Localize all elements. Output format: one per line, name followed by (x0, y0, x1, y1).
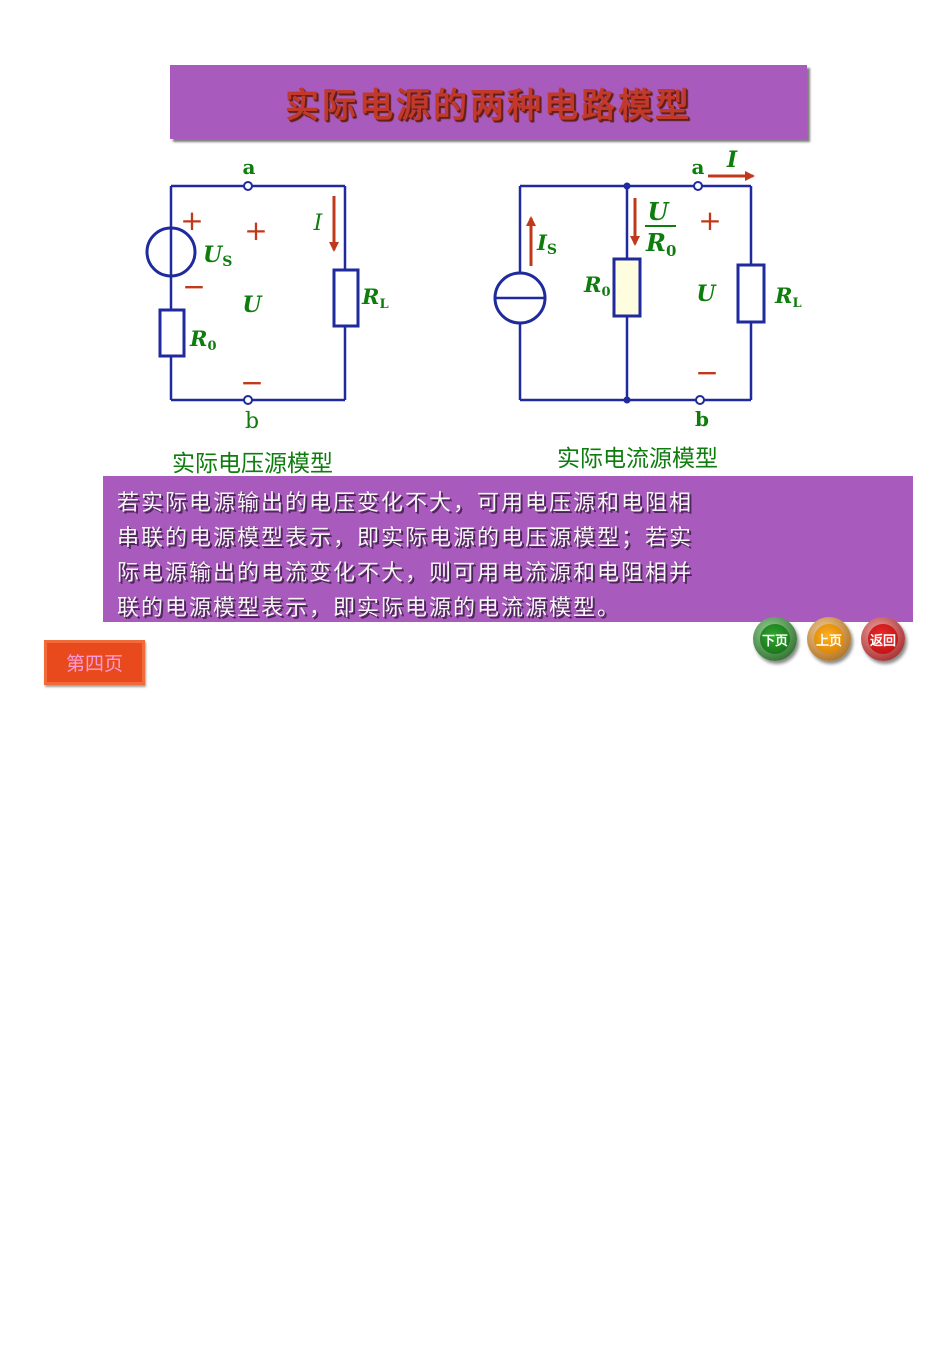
title-banner: 实际电源的两种电路模型 (170, 65, 807, 139)
terminal-b (243, 395, 253, 405)
voltage-minus-sign: − (695, 356, 718, 389)
terminal-a (243, 181, 253, 191)
rl-label: RL (774, 283, 802, 311)
source-minus-sign: − (182, 270, 205, 303)
junction-top (623, 182, 631, 190)
junction-bottom (623, 396, 631, 404)
next-page-button[interactable]: 下页 (753, 617, 797, 661)
voltage-minus-sign: − (240, 366, 263, 399)
terminal-b (695, 395, 705, 405)
current-model-wires (518, 184, 753, 402)
page-four-button[interactable]: 第四页 (44, 640, 145, 685)
voltage-source-model: a b + − + − US U R0 RL I (145, 155, 389, 434)
r0-resistor (612, 257, 642, 318)
source-current-label: IS (536, 230, 557, 258)
terminal-voltage-label: U (242, 292, 263, 318)
r0-label: R0 (583, 272, 611, 300)
load-current-label: I (726, 147, 738, 173)
description-line-2: 串联的电源模型表示，即实际电源的电压源模型；若实 (117, 526, 694, 551)
description-line-1: 若实际电源输出的电压变化不大，可用电压源和电阻相 (117, 491, 694, 516)
r0-label: R0 (189, 326, 217, 354)
prev-page-label: 上页 (814, 624, 844, 654)
current-model-caption: 实际电流源模型 (557, 446, 718, 472)
current-source-model: a b I IS U R0 R0 + U − RL (493, 147, 802, 431)
description-line-4: 联的电源模型表示，即实际电源的电流源模型。 (117, 596, 622, 621)
node-b-label: b (245, 409, 259, 434)
terminal-a (693, 181, 703, 191)
node-a-label: a (692, 155, 705, 179)
branch-fraction-denominator: R0 (645, 228, 676, 260)
rl-resistor (736, 263, 766, 324)
r0-resistor (158, 308, 186, 358)
voltage-model-wires (169, 184, 347, 402)
voltage-plus-sign: + (244, 214, 267, 247)
node-a-label: a (243, 155, 256, 179)
description-line-3: 际电源输出的电流变化不大，则可用电流源和电阻相并 (117, 561, 694, 586)
voltage-plus-sign: + (698, 204, 721, 237)
terminal-voltage-label: U (696, 281, 717, 307)
branch-fraction-numerator: U (648, 197, 671, 226)
voltage-model-caption: 实际电压源模型 (172, 451, 333, 477)
back-button[interactable]: 返回 (861, 617, 905, 661)
page-title: 实际电源的两种电路模型 (285, 85, 692, 126)
node-b-label: b (695, 407, 709, 431)
rl-label: RL (361, 284, 389, 312)
source-plus-sign: + (180, 204, 203, 237)
prev-page-button[interactable]: 上页 (807, 617, 851, 661)
circuit-diagrams: a b + − + − US U R0 RL I (145, 147, 802, 434)
source-voltage-label: US (203, 242, 232, 270)
description-box: 若实际电源输出的电压变化不大，可用电压源和电阻相 串联的电源模型表示，即实际电源… (103, 476, 913, 622)
back-label: 返回 (868, 624, 898, 654)
current-label: I (313, 211, 324, 236)
next-page-label: 下页 (760, 624, 790, 654)
rl-resistor (332, 268, 360, 328)
